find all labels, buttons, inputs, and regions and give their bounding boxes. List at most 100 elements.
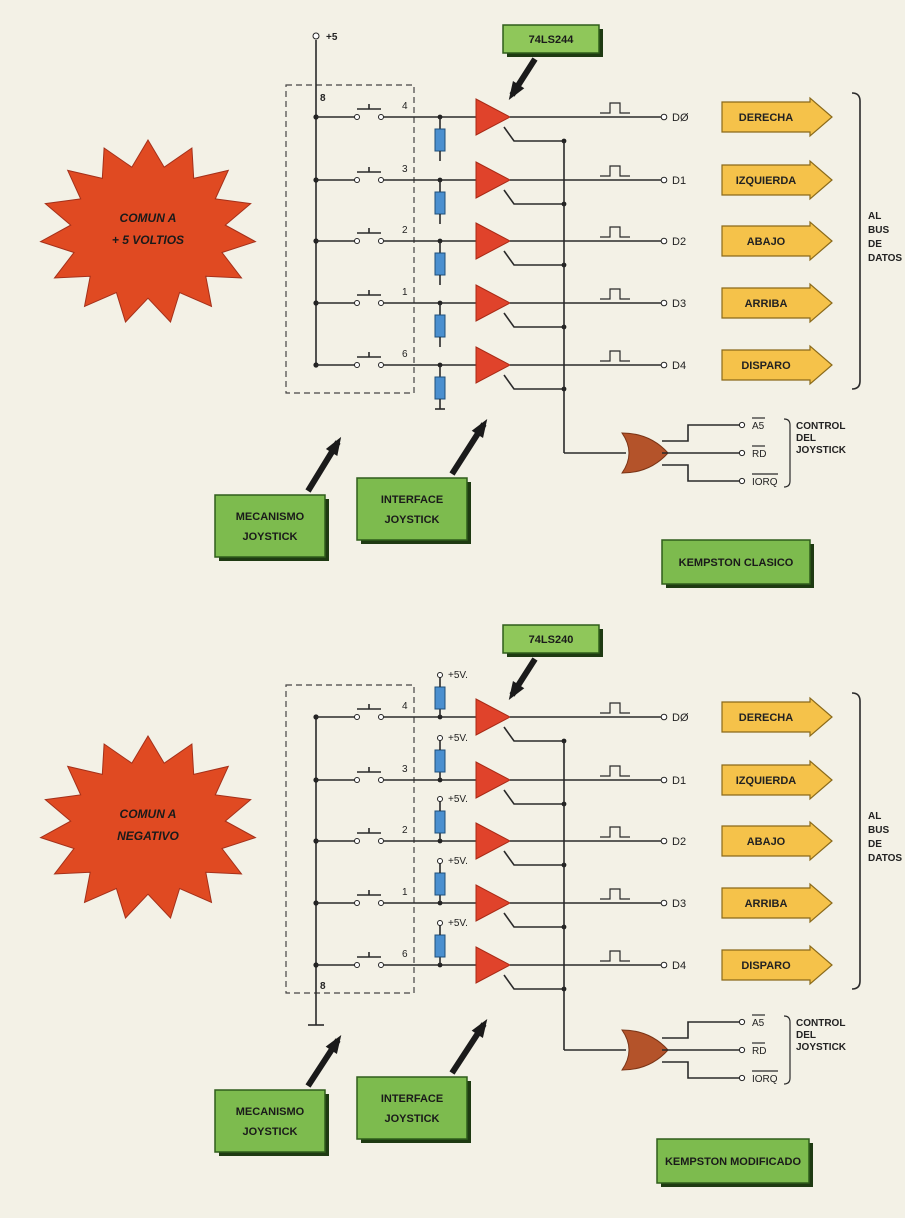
mechanism-box <box>214 494 326 558</box>
bus-label: DE <box>868 839 882 850</box>
buffer-gate <box>475 761 512 799</box>
data-terminal <box>660 713 668 721</box>
switch-contact <box>354 238 360 244</box>
buffer-gate <box>475 284 512 322</box>
data-line-label: D2 <box>672 236 686 248</box>
pin-number: 4 <box>402 101 408 112</box>
interface-box-text: INTERFACE <box>381 494 443 506</box>
direction-label: ARRIBA <box>745 898 788 910</box>
data-line-label: D1 <box>672 175 686 187</box>
pin-number: 3 <box>402 764 408 775</box>
resistor <box>434 191 446 215</box>
bus-label: DATOS <box>868 853 902 864</box>
supply-terminal <box>312 32 320 40</box>
bus-label: BUS <box>868 225 889 236</box>
bus-label: DE <box>868 239 882 250</box>
enable-wire <box>503 850 564 866</box>
buffer-gate <box>475 98 512 136</box>
switch-contact <box>354 114 360 120</box>
chip-arrow-head <box>508 681 525 701</box>
data-line-label: D3 <box>672 298 686 310</box>
bus-label: BUS <box>868 825 889 836</box>
data-line-label: D4 <box>672 960 686 972</box>
resistor <box>434 686 446 710</box>
control-input-label: A5 <box>752 1018 765 1029</box>
bus-brace <box>851 92 861 390</box>
buffer-gate <box>475 946 512 984</box>
pullup-terminal <box>437 796 443 802</box>
pullup-terminal <box>437 735 443 741</box>
mechanism-box-text: JOYSTICK <box>242 531 297 543</box>
data-line-label: D1 <box>672 775 686 787</box>
switch-contact <box>354 177 360 183</box>
pulse-symbol <box>600 165 630 177</box>
pin-number: 6 <box>402 349 408 360</box>
star-text: COMUN A <box>120 211 177 225</box>
data-line-label: DØ <box>672 712 689 724</box>
kempston-title-box <box>661 539 811 585</box>
data-terminal <box>660 899 668 907</box>
or-gate <box>621 1029 669 1071</box>
enable-wire <box>503 974 564 990</box>
pulse-symbol <box>600 826 630 838</box>
data-terminal <box>660 361 668 369</box>
switch-contact <box>378 114 384 120</box>
data-line-label: D3 <box>672 898 686 910</box>
buffer-gate <box>475 222 512 260</box>
data-line-label: D4 <box>672 360 686 372</box>
resistor <box>434 128 446 152</box>
buffer-gate <box>475 346 512 384</box>
mechanism-box-text: JOYSTICK <box>242 1126 297 1138</box>
buffer-gate <box>475 698 512 736</box>
chip-label-text: 74LS244 <box>529 34 575 46</box>
enable-wire <box>503 726 564 742</box>
interface-arrow-head <box>471 418 488 438</box>
direction-arrow <box>721 882 833 924</box>
direction-arrow <box>721 759 833 801</box>
enable-wire <box>503 374 564 390</box>
data-line-label: D2 <box>672 836 686 848</box>
star-callout <box>39 735 257 919</box>
interface-box <box>356 1076 468 1140</box>
pullup-terminal <box>437 858 443 864</box>
control-terminal <box>738 1046 746 1054</box>
direction-label: ARRIBA <box>745 298 788 310</box>
enable-wire <box>503 789 564 805</box>
bus-brace <box>851 692 861 990</box>
control-wire <box>662 464 740 482</box>
pulse-symbol <box>600 226 630 238</box>
mechanism-arrow-head <box>325 1034 342 1054</box>
enable-wire <box>503 912 564 928</box>
bus-label: AL <box>868 811 881 822</box>
control-label: CONTROL <box>796 421 845 432</box>
switch-contact <box>378 714 384 720</box>
resistor <box>434 314 446 338</box>
direction-label: DISPARO <box>741 960 791 972</box>
direction-label: IZQUIERDA <box>736 175 797 187</box>
pulse-symbol <box>600 765 630 777</box>
bus-label: AL <box>868 211 881 222</box>
control-brace <box>783 1015 791 1085</box>
direction-arrow <box>721 344 833 386</box>
switch-contact <box>378 300 384 306</box>
switch-contact <box>354 300 360 306</box>
resistor <box>434 749 446 773</box>
control-input-label: IORQ <box>752 1074 778 1085</box>
pin-number: 6 <box>402 949 408 960</box>
switch-contact <box>354 362 360 368</box>
direction-arrow <box>721 820 833 862</box>
control-wire <box>662 1021 740 1039</box>
chip-label <box>502 624 600 654</box>
pulse-symbol <box>600 888 630 900</box>
mechanism-box <box>214 1089 326 1153</box>
enable-wire <box>503 189 564 205</box>
mechanism-box-text: MECANISMO <box>236 511 305 523</box>
switch-contact <box>354 838 360 844</box>
control-terminal <box>738 1074 746 1082</box>
bus-label: DATOS <box>868 253 902 264</box>
pin-number: 2 <box>402 225 408 236</box>
